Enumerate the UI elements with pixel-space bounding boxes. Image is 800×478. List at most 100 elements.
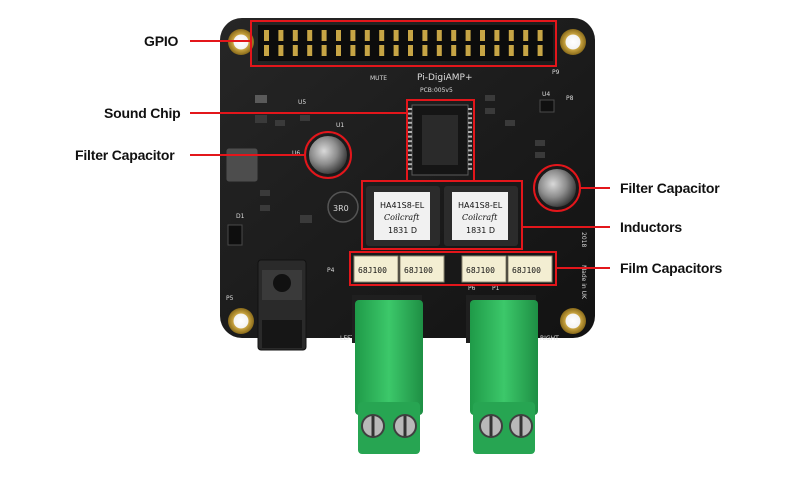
inductor-left-code: 1831 D — [388, 226, 417, 235]
board-p6: P6 — [468, 285, 476, 292]
board-left-label: LEFT — [340, 335, 354, 342]
gpio-pin — [393, 30, 399, 41]
filter-capacitor-left-label: Filter Capacitor — [75, 147, 175, 163]
chip-leg — [468, 163, 472, 166]
film-capacitor-4: 68J100 — [507, 255, 553, 283]
gpio-pin — [292, 45, 298, 56]
board-p9: P9 — [552, 69, 560, 76]
speaker-terminal-right — [466, 295, 538, 454]
chip-leg — [468, 112, 472, 115]
gpio-pin — [278, 45, 284, 56]
mounting-hole-bottom-right — [560, 308, 586, 334]
chip-leg — [408, 131, 412, 133]
gpio-pin — [408, 30, 413, 41]
chip-leg — [408, 144, 412, 147]
film-capacitor-1: 68J100 — [353, 255, 399, 283]
gpio-pin — [451, 45, 457, 56]
inductor-left-brand: Coilcraft — [384, 213, 420, 222]
gpio-label: GPIO — [144, 33, 179, 49]
board-origin: Made in UK — [580, 265, 587, 300]
chip-leg — [408, 167, 412, 170]
gpio-pin — [465, 45, 471, 56]
chip-leg — [468, 149, 472, 152]
gpio-pin — [336, 45, 341, 56]
chip-leg — [468, 154, 472, 156]
gpio-pin — [465, 30, 471, 41]
filter-capacitor-right-part — [536, 167, 578, 209]
board-u6: U6 — [292, 150, 300, 157]
dc-power-jack — [257, 259, 307, 351]
board-d1: D1 — [236, 213, 245, 220]
inductor-left: HA41S8-EL Coilcraft 1831 D — [366, 186, 440, 246]
filter-capacitor-left-part — [307, 134, 349, 176]
inductor-right-brand: Coilcraft — [462, 213, 498, 222]
svg-text:3R0: 3R0 — [333, 204, 349, 213]
chip-leg — [468, 167, 472, 170]
board-p5: P5 — [226, 295, 234, 302]
sound-chip — [408, 104, 472, 176]
inductors-label: Inductors — [620, 219, 682, 235]
gpio-pin — [379, 30, 385, 41]
gpio-pin — [350, 45, 356, 56]
speaker-terminal-left — [352, 295, 423, 454]
gpio-pin — [278, 30, 284, 41]
gpio-pin — [537, 30, 543, 41]
gpio-pin — [393, 45, 399, 56]
board-p1: P1 — [492, 285, 500, 292]
chip-leg — [408, 140, 412, 143]
chip-leg — [468, 135, 472, 138]
board-pcb-code: PCB:005v5 — [420, 87, 453, 94]
board-name: Pi-DigiAMP+ — [417, 73, 473, 83]
gpio-pin — [321, 45, 327, 56]
mounting-hole-top-right — [560, 29, 586, 55]
gpio-pin — [480, 45, 485, 56]
chip-leg — [468, 121, 472, 124]
gpio-header — [258, 25, 553, 61]
gpio-pin — [264, 30, 269, 41]
gpio-pin — [537, 45, 543, 56]
chip-leg — [468, 140, 472, 143]
smd-components — [227, 95, 555, 246]
svg-text:68J100: 68J100 — [358, 266, 387, 275]
gpio-pin — [379, 45, 385, 56]
chip-leg — [468, 131, 472, 133]
inductor-3r0: 3R0 — [327, 191, 359, 223]
gpio-pin — [451, 30, 457, 41]
gpio-pin — [422, 30, 428, 41]
film-capacitors-label: Film Capacitors — [620, 260, 723, 276]
chip-leg — [408, 121, 412, 124]
svg-text:68J100: 68J100 — [466, 266, 495, 275]
power-inductor — [225, 147, 259, 183]
chip-leg — [408, 108, 412, 110]
chip-leg — [408, 135, 412, 138]
gpio-pin — [307, 45, 313, 56]
chip-leg — [408, 112, 412, 115]
inductor-right-code: 1831 D — [466, 226, 495, 235]
inductor-right-model: HA41S8-EL — [458, 201, 503, 210]
chip-leg — [408, 126, 412, 129]
board-p4: P4 — [327, 267, 335, 274]
film-capacitor-2: 68J100 — [399, 255, 445, 283]
chip-leg — [408, 117, 412, 120]
chip-leg — [468, 144, 472, 147]
board-u5: U5 — [298, 99, 306, 106]
gpio-pin — [480, 30, 485, 41]
mounting-hole-bottom-left — [228, 308, 254, 334]
board-u4: U4 — [542, 91, 550, 98]
gpio-pin — [321, 30, 327, 41]
board-p8: P8 — [566, 95, 574, 102]
gpio-pin — [523, 30, 529, 41]
inductors-highlight — [361, 180, 523, 250]
gpio-pin — [436, 30, 442, 41]
chip-leg — [468, 158, 472, 161]
gpio-pin — [523, 45, 529, 56]
chip-leg — [408, 149, 412, 152]
gpio-pin — [408, 45, 413, 56]
film-capacitor-3: 68J100 — [461, 255, 507, 283]
chip-leg — [468, 108, 472, 110]
annotation-leaders — [190, 40, 610, 269]
gpio-highlight — [250, 20, 557, 67]
gpio-pin — [350, 30, 356, 41]
